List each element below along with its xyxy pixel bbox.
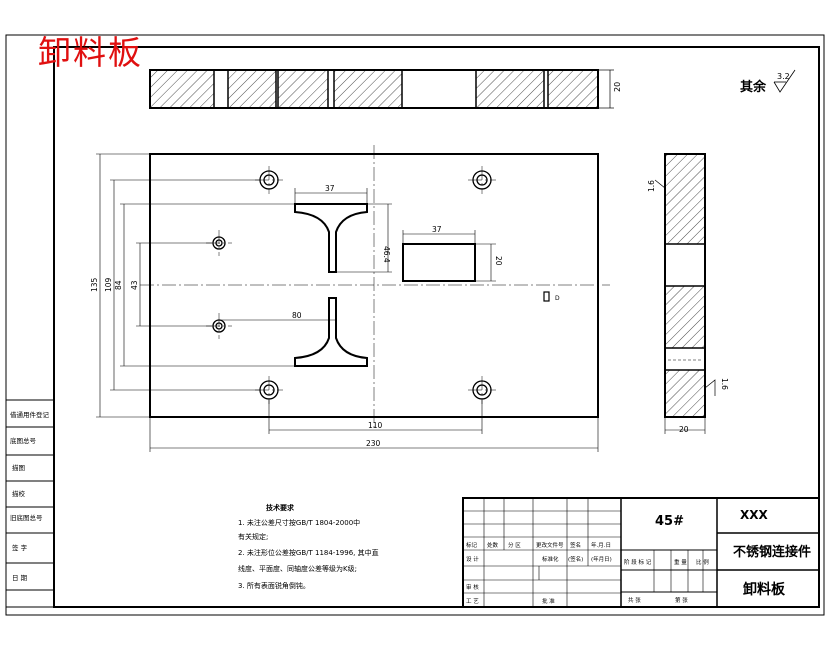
dim-rect-height: 20 — [494, 256, 503, 266]
tb-material: 45# — [655, 514, 684, 529]
tb-mark-2: 处数 — [487, 541, 499, 549]
top-section-view: 20 — [149, 69, 622, 109]
dim-overall-height: 135 — [90, 277, 99, 292]
tb-mark-1: 标记 — [466, 541, 478, 549]
tech-requirements: 技术要求 1. 未注公差尺寸按GB/T 1804-2000中 有关规定; 2. … — [238, 503, 379, 590]
tb-design-4: (年月日) — [591, 555, 612, 563]
drawing-title-red: 卸料板 — [38, 33, 143, 72]
strip-label-2: 旧底图总号 — [10, 513, 43, 522]
dim-side-width: 20 — [679, 425, 689, 434]
surface-note-label: 其余 — [740, 79, 767, 95]
dim-marker-d: D — [555, 295, 560, 302]
dim-slot-depth: 46.4 — [382, 246, 391, 263]
tb-check: 审 核 — [466, 583, 479, 591]
side-roughness-2: 1.6 — [720, 378, 729, 390]
tech-line-3: 2. 未注形位公差按GB/T 1184-1996, 其中直 — [238, 548, 379, 557]
tb-design-3: (签名) — [568, 555, 583, 563]
dim-overall-width: 230 — [366, 439, 381, 448]
rect-window — [402, 243, 476, 282]
inner-border — [53, 46, 820, 608]
dim-slot-width: 37 — [325, 184, 335, 193]
tech-title: 技术要求 — [266, 503, 295, 512]
side-roughness-1: 1.6 — [647, 180, 656, 192]
dim-top-thickness: 20 — [613, 82, 622, 92]
tb-scale: 比 例 — [696, 558, 709, 566]
strip-label-7: 描校 — [12, 489, 26, 498]
left-registration-strip — [5, 399, 55, 608]
strip-label-1: 借通用件登记 — [10, 410, 50, 419]
tb-weight: 重 量 — [674, 558, 687, 566]
tech-line-4: 线度、平面度、同轴度公差等级为K级; — [238, 564, 357, 573]
dim-80: 80 — [292, 311, 302, 320]
dim-hole-spacing-y: 109 — [104, 277, 113, 292]
tb-company: XXX — [740, 508, 769, 522]
surface-note-value: 3.2 — [777, 72, 790, 81]
roughness-symbol — [773, 69, 796, 93]
tech-line-2: 有关规定; — [238, 532, 268, 541]
strip-label-4: 签 字 — [12, 543, 28, 552]
tb-stage: 阶 段 标 记 — [624, 558, 652, 566]
strip-label-5: 日 期 — [12, 574, 28, 582]
outer-border — [5, 34, 825, 616]
tb-sheet-no: 第 张 — [675, 596, 688, 604]
dim-hole-spacing-x: 110 — [368, 421, 383, 430]
tb-part-name: 不锈钢连接件 — [733, 544, 811, 560]
tb-design-2: 标准化 — [542, 555, 559, 563]
dim-inner-84: 84 — [114, 280, 123, 290]
title-block — [462, 497, 820, 608]
strip-label-3: 底图总号 — [10, 436, 37, 445]
tb-mark-3: 分 区 — [508, 541, 521, 549]
tb-drawing-name: 卸料板 — [743, 581, 786, 598]
main-plan-view — [140, 145, 610, 428]
i-beam-slot — [294, 203, 368, 273]
side-section-view — [654, 153, 716, 434]
tb-design-1: 设 计 — [466, 555, 479, 563]
tech-line-5: 3. 所有表面锐角倒钝。 — [238, 581, 310, 590]
tech-line-1: 1. 未注公差尺寸按GB/T 1804-2000中 — [238, 518, 360, 527]
dim-rect-width: 37 — [432, 225, 442, 234]
tb-mark-4: 更改文件号 — [536, 541, 564, 549]
strip-label-6: 描图 — [12, 463, 25, 472]
tb-mark-5: 签名 — [570, 541, 581, 549]
tb-process-2: 批 准 — [542, 597, 555, 605]
tb-mark-6: 年.月.日 — [591, 541, 611, 549]
tb-process-1: 工 艺 — [466, 598, 479, 605]
plan-dimension-lines — [96, 153, 599, 452]
tb-sheet-total: 共 张 — [628, 596, 641, 604]
dim-inner-43: 43 — [130, 280, 139, 290]
